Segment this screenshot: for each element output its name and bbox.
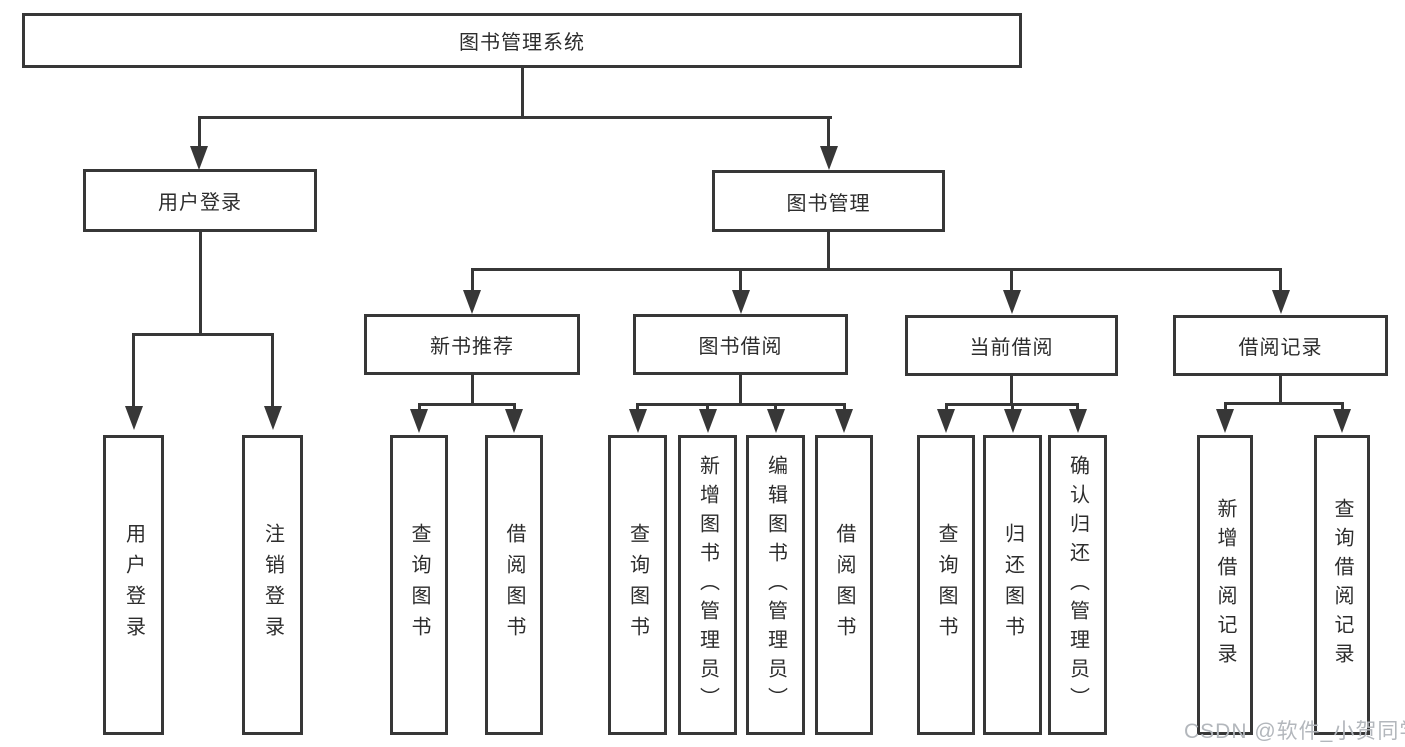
leaf-borrow-borrow-books: 借阅图书 — [815, 435, 873, 735]
arrowhead-down-icon — [819, 146, 838, 170]
connector-drop — [512, 403, 516, 412]
leaf-current-query-books: 查询图书 — [917, 435, 975, 735]
arrowhead-down-icon — [505, 409, 523, 433]
node-root-library-system: 图书管理系统 — [22, 13, 1022, 68]
leaf-user-login-label: 用户登录 — [122, 523, 145, 647]
leaf-borrow-add-books-admin-label: 新增图书（管理员） — [696, 454, 719, 716]
arrowhead-down-icon — [463, 290, 481, 314]
connector-drop-borrow-records — [1279, 268, 1282, 292]
node-user-login-branch-label: 用户登录 — [158, 192, 242, 214]
arrowhead-down-icon — [1068, 409, 1087, 433]
leaf-current-confirm-return-admin-label: 确认归还（管理员） — [1066, 454, 1089, 716]
leaf-borrow-edit-books-admin-label: 编辑图书（管理员） — [764, 454, 787, 716]
arrowhead-down-icon — [1333, 409, 1351, 433]
connector-drop — [1340, 402, 1344, 412]
connector-drop — [417, 403, 421, 412]
node-current-borrow: 当前借阅 — [905, 315, 1118, 376]
connector-user-login-stem — [198, 230, 202, 335]
arrowhead-down-icon — [628, 409, 647, 433]
connector-drop — [1076, 403, 1079, 412]
connector-drop-leaf-logout — [271, 333, 274, 407]
arrowhead-down-icon — [1271, 290, 1290, 314]
connector-drop-new-book — [470, 268, 474, 292]
arrowhead-down-icon — [1216, 409, 1234, 433]
leaf-borrow-query-books: 查询图书 — [608, 435, 667, 735]
leaf-current-query-books-label: 查询图书 — [935, 523, 957, 647]
connector-drop — [636, 403, 639, 412]
node-borrow-records: 借阅记录 — [1173, 315, 1388, 376]
connector-borrow-records-stem — [1279, 376, 1282, 404]
arrowhead-down-icon — [124, 406, 143, 430]
connector-drop — [1011, 403, 1014, 412]
connector-borrow-records-rail — [1223, 402, 1344, 405]
arrowhead-down-icon — [410, 409, 428, 433]
connector-drop-user-login — [197, 116, 201, 148]
leaf-current-return-books-label: 归还图书 — [1001, 523, 1024, 647]
connector-level2-rail — [197, 116, 832, 119]
leaf-borrow-query-books-label: 查询图书 — [626, 523, 649, 647]
leaf-records-query-record: 查询借阅记录 — [1314, 435, 1370, 735]
connector-recommend-rail — [417, 403, 516, 406]
arrowhead-down-icon — [698, 409, 717, 433]
node-book-management-branch: 图书管理 — [712, 170, 945, 232]
leaf-recommend-borrow-books: 借阅图书 — [485, 435, 543, 735]
connector-drop-book-management — [827, 116, 830, 148]
leaf-recommend-query-books-label: 查询图书 — [408, 523, 430, 647]
node-book-management-branch-label: 图书管理 — [786, 192, 871, 215]
node-current-borrow-label: 当前借阅 — [969, 337, 1054, 359]
leaf-borrow-edit-books-admin: 编辑图书（管理员） — [746, 435, 805, 735]
leaf-borrow-borrow-books-label: 借阅图书 — [833, 523, 855, 647]
connector-drop — [774, 403, 777, 412]
leaf-user-login: 用户登录 — [103, 435, 164, 735]
connector-current-borrow-stem — [1010, 376, 1013, 405]
connector-level3-rail — [470, 268, 1282, 271]
leaf-logout-label: 注销登录 — [261, 523, 284, 647]
leaf-borrow-add-books-admin: 新增图书（管理员） — [678, 435, 737, 735]
leaf-recommend-borrow-books-label: 借阅图书 — [503, 523, 525, 647]
leaf-current-confirm-return-admin: 确认归还（管理员） — [1048, 435, 1107, 735]
connector-drop — [842, 403, 846, 412]
arrowhead-down-icon — [835, 409, 853, 433]
arrowhead-down-icon — [1003, 409, 1022, 433]
connector-book-borrow-stem — [739, 375, 742, 405]
arrowhead-down-icon — [190, 146, 208, 170]
connector-drop-leaf-user-login — [132, 333, 135, 407]
csdn-watermark: CSDN @软件_小贺同学 — [1184, 720, 1405, 743]
node-root-label: 图书管理系统 — [459, 32, 585, 54]
node-new-book-recommend: 新书推荐 — [364, 314, 580, 375]
leaf-logout: 注销登录 — [242, 435, 303, 735]
connector-drop-book-borrow — [739, 268, 742, 292]
leaf-records-add-record-label: 新增借阅记录 — [1214, 498, 1236, 672]
leaf-current-return-books: 归还图书 — [983, 435, 1042, 735]
connector-user-login-rail — [132, 333, 274, 336]
connector-root-stem — [520, 68, 524, 118]
connector-recommend-stem — [470, 375, 474, 405]
node-book-borrow: 图书借阅 — [633, 314, 848, 375]
node-borrow-records-label: 借阅记录 — [1238, 337, 1323, 359]
leaf-records-add-record: 新增借阅记录 — [1197, 435, 1253, 735]
connector-drop — [1223, 402, 1227, 412]
connector-drop — [944, 403, 948, 412]
leaf-recommend-query-books: 查询图书 — [390, 435, 448, 735]
arrowhead-down-icon — [937, 409, 955, 433]
node-user-login-branch: 用户登录 — [83, 169, 317, 232]
connector-book-borrow-rail — [636, 403, 846, 406]
leaf-records-query-record-label: 查询借阅记录 — [1331, 498, 1353, 672]
node-new-book-recommend-label: 新书推荐 — [430, 336, 514, 358]
connector-drop — [706, 403, 709, 412]
arrowhead-down-icon — [1002, 290, 1021, 314]
arrowhead-down-icon — [731, 290, 750, 314]
arrowhead-down-icon — [766, 409, 785, 433]
arrowhead-down-icon — [263, 406, 282, 430]
connector-book-management-stem — [827, 231, 830, 270]
connector-drop-current-borrow — [1010, 268, 1013, 292]
node-book-borrow-label: 图书借阅 — [698, 336, 783, 358]
